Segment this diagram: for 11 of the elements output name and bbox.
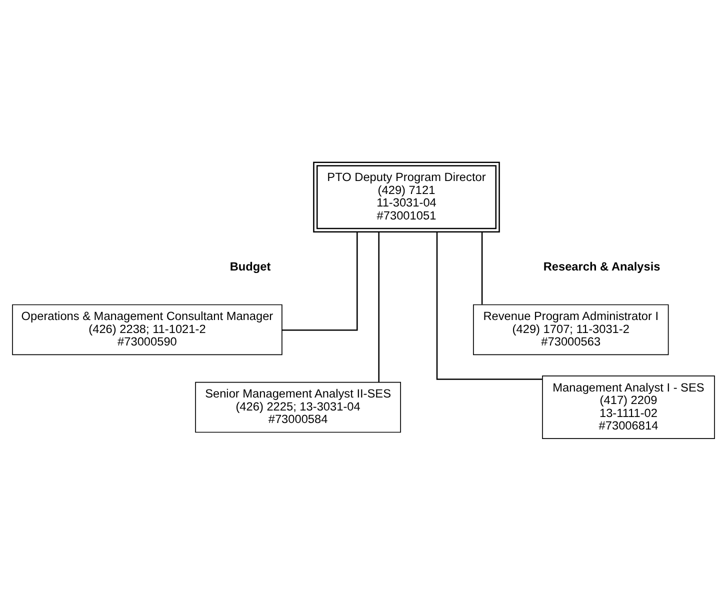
label: Research & Analysis — [543, 259, 660, 274]
connector — [436, 232, 542, 380]
connector — [378, 232, 380, 382]
label: Budget — [230, 259, 271, 274]
node-box: Revenue Program Administrator I (429) 1707; 11-3031-2 #73000563 — [473, 304, 669, 355]
connector — [282, 232, 358, 330]
connector — [481, 231, 483, 304]
node-box: Management Analyst I - SES (417) 2209 13-1111-02 #73006814 — [542, 374, 715, 439]
node-box: Senior Management Analyst II-SES (426) 2225; 13-3031-04 #73000584 — [195, 381, 401, 432]
node-box: Operations & Management Consultant Manager (426) 2238; 11-1021-2 #73000590 — [12, 304, 282, 355]
node-box: PTO Deputy Program Director (429) 7121 11-3031-04 #73001051 — [313, 161, 500, 232]
